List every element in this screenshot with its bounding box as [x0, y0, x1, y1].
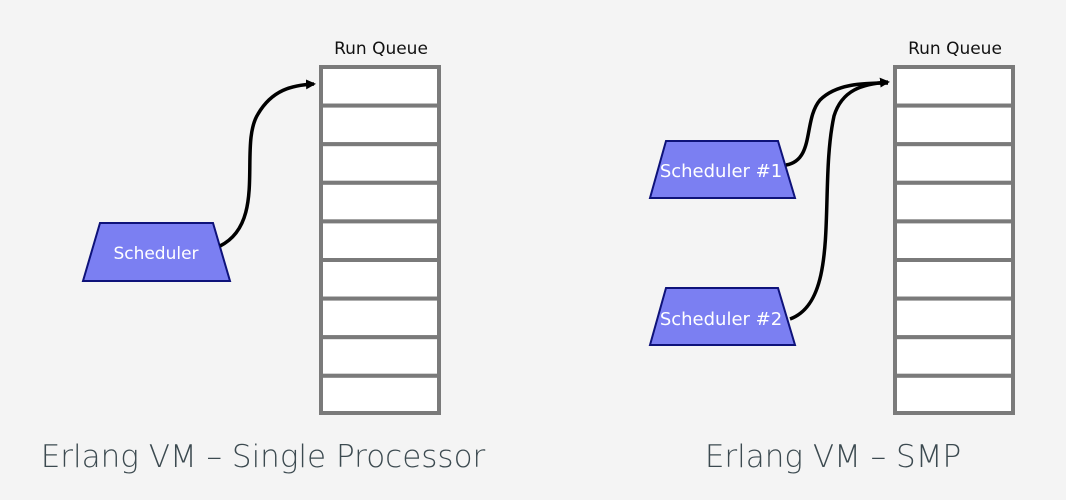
single-queue-slot [319, 296, 441, 340]
single-queue-slot [319, 373, 441, 415]
single-scheduler-label: Scheduler [113, 244, 198, 264]
smp-queue-slot [893, 180, 1015, 224]
smp-queue-slot [893, 373, 1015, 415]
single-queue-slot [319, 103, 441, 147]
single-scheduler-shape [81, 222, 232, 282]
smp-queue-slot [893, 65, 1015, 108]
single-queue-slot [319, 335, 441, 378]
smp-scheduler-2-shape [648, 287, 797, 346]
smp-scheduler-1: Scheduler #1 [648, 140, 797, 199]
single-processor-panel: Run Queue Scheduler Erlang VM – Single P… [41, 39, 486, 475]
smp-scheduler-2-label: Scheduler #2 [660, 309, 782, 330]
smp-queue-slot [893, 103, 1015, 147]
smp-scheduler-1-shape [648, 140, 797, 199]
single-run-queue-title: Run Queue [334, 39, 428, 59]
smp-queue-slot [893, 296, 1015, 340]
smp-scheduler-2: Scheduler #2 [648, 287, 797, 346]
smp-panel: Run Queue Scheduler #1 Scheduler #2 Erla… [648, 39, 1015, 475]
single-run-queue [319, 65, 441, 415]
smp-caption: Erlang VM – SMP [705, 439, 961, 475]
smp-run-queue-title: Run Queue [908, 39, 1002, 59]
smp-queue-slot [893, 219, 1015, 262]
smp-queue-slot [893, 142, 1015, 185]
smp-scheduler-1-arrow [785, 81, 889, 167]
single-queue-slot [319, 142, 441, 185]
smp-run-queue [893, 65, 1015, 415]
smp-queue-slot [893, 258, 1015, 301]
single-queue-slot [319, 258, 441, 301]
single-scheduler: Scheduler [81, 222, 232, 282]
single-queue-slot [319, 219, 441, 262]
smp-scheduler-2-arrow [789, 77, 890, 321]
single-processor-caption: Erlang VM – Single Processor [41, 439, 486, 475]
smp-queue-slot [893, 335, 1015, 378]
single-queue-slot [319, 65, 441, 108]
smp-scheduler-1-label: Scheduler #1 [660, 161, 782, 182]
single-queue-slot [319, 180, 441, 224]
single-scheduler-arrow [219, 79, 316, 248]
